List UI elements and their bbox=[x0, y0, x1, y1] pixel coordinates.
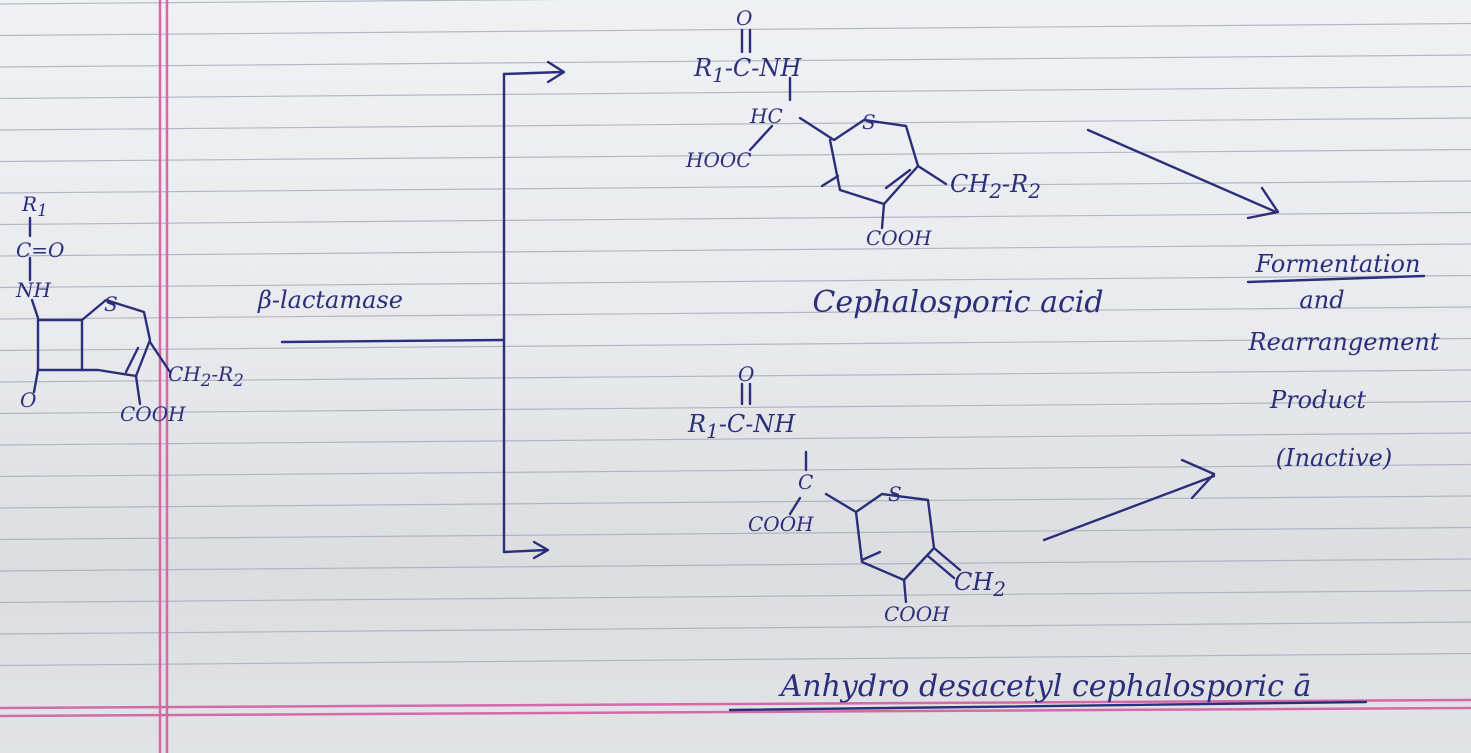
final-line-3: Rearrangement bbox=[1248, 328, 1440, 356]
sm-carbonyl-label: C=O bbox=[16, 238, 65, 262]
bottom-cooh-left-label: COOH bbox=[748, 512, 814, 536]
final-line-5: (Inactive) bbox=[1275, 444, 1393, 472]
top-ch-label: HC bbox=[750, 104, 783, 128]
ruled-line bbox=[0, 526, 1471, 541]
bottom-product-name: Anhydro desacetyl cephalosporic ā bbox=[780, 669, 1312, 704]
bottom-sulfur-label: S bbox=[888, 482, 902, 506]
reaction-arrows bbox=[280, 60, 566, 560]
sm-r1-label: R1 bbox=[22, 192, 48, 220]
final-line-1: Formentation bbox=[1255, 250, 1421, 278]
ruled-line bbox=[0, 148, 1471, 163]
top-sulfur-label: S bbox=[862, 110, 876, 134]
ruled-line bbox=[0, 621, 1471, 635]
final-line-4: Product bbox=[1270, 386, 1366, 414]
ruled-line bbox=[0, 369, 1471, 383]
sm-acid-label: COOH bbox=[120, 402, 186, 426]
ruled-line bbox=[0, 211, 1471, 226]
top-hooc-label: HOOC bbox=[686, 148, 752, 172]
ruled-line bbox=[0, 337, 1471, 352]
ruled-line bbox=[0, 306, 1471, 320]
ruled-line bbox=[0, 495, 1471, 509]
top-side-chain-label: CH2-R2 bbox=[950, 170, 1041, 203]
bottom-exo-label: CH2 bbox=[954, 568, 1007, 601]
reagent-label: β-lactamase bbox=[258, 286, 403, 314]
ruled-lines bbox=[0, 0, 1471, 667]
ruled-line bbox=[0, 180, 1471, 194]
top-carbonyl-o-label: O bbox=[736, 6, 753, 30]
top-product-name: Cephalosporic acid bbox=[812, 285, 1104, 320]
product-arrows bbox=[728, 128, 1426, 712]
ruled-line bbox=[0, 117, 1471, 131]
ruled-line bbox=[0, 274, 1471, 289]
starting-material-structure bbox=[28, 216, 172, 406]
ruled-line bbox=[0, 22, 1471, 37]
sm-sulfur-label: S bbox=[104, 292, 118, 316]
ruled-line bbox=[0, 85, 1471, 100]
bottom-carbonyl-o-label: O bbox=[738, 362, 755, 386]
ruled-line bbox=[0, 432, 1471, 446]
ruled-line bbox=[0, 0, 564, 5]
ruled-line bbox=[0, 400, 1471, 415]
top-acid-label: COOH bbox=[866, 226, 932, 250]
ruled-line bbox=[0, 589, 1471, 604]
sm-oxo-label: O bbox=[20, 388, 37, 412]
cephalosporic-acid-structure bbox=[740, 28, 948, 230]
anhydro-desacetyl-structure bbox=[740, 382, 962, 604]
bottom-amide-chain-label: R1-C-NH bbox=[688, 410, 796, 443]
sm-amide-label: NH bbox=[16, 278, 51, 302]
ruled-line bbox=[0, 463, 1471, 478]
ruled-line bbox=[0, 652, 1471, 667]
ruled-line bbox=[0, 54, 1471, 68]
top-amide-chain-label: R1-C-NH bbox=[694, 54, 802, 87]
ruled-line bbox=[0, 558, 1471, 572]
bottom-acid-label: COOH bbox=[884, 602, 950, 626]
bottom-c-label: C bbox=[798, 470, 814, 494]
sm-side-chain-label: CH2-R2 bbox=[168, 362, 244, 390]
ruled-line bbox=[0, 243, 1471, 257]
final-line-2: and bbox=[1299, 286, 1345, 314]
